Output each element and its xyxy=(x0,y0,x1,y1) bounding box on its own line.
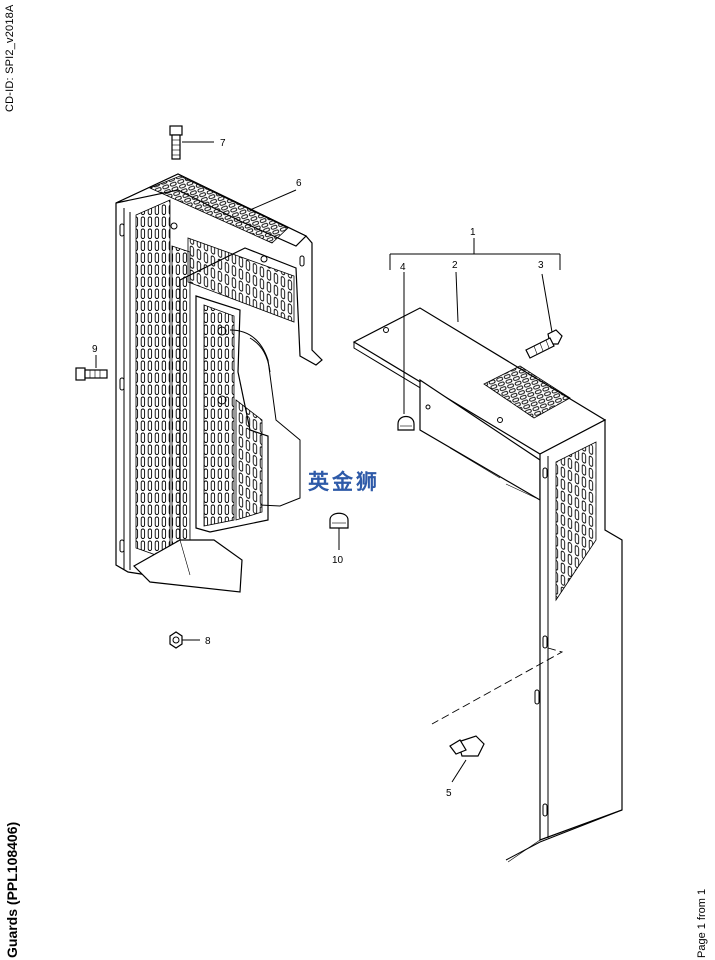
group-bracket-1 xyxy=(389,238,561,270)
leader-6 xyxy=(249,189,297,211)
callout-4: 4 xyxy=(400,262,406,273)
bolt-5 xyxy=(449,735,485,783)
bolt-3 xyxy=(525,273,563,359)
bolt-9 xyxy=(75,355,108,381)
right-guard-assembly xyxy=(352,307,623,863)
nut-8 xyxy=(169,631,200,649)
cap-nut-10 xyxy=(329,512,349,550)
cap-nut-4 xyxy=(397,272,415,431)
leader-2 xyxy=(455,271,459,323)
callout-9: 9 xyxy=(92,344,98,355)
callout-6: 6 xyxy=(296,178,302,189)
callout-8: 8 xyxy=(205,636,211,647)
callout-5: 5 xyxy=(446,788,452,799)
watermark-logo-text: 英金狮 xyxy=(308,470,380,494)
callout-10: 10 xyxy=(332,555,344,566)
left-guard-assembly xyxy=(115,173,323,593)
callout-7: 7 xyxy=(220,138,226,149)
callout-2: 2 xyxy=(452,260,458,271)
bolt-7 xyxy=(169,125,214,160)
callout-3: 3 xyxy=(538,260,544,271)
callout-1: 1 xyxy=(470,227,476,238)
